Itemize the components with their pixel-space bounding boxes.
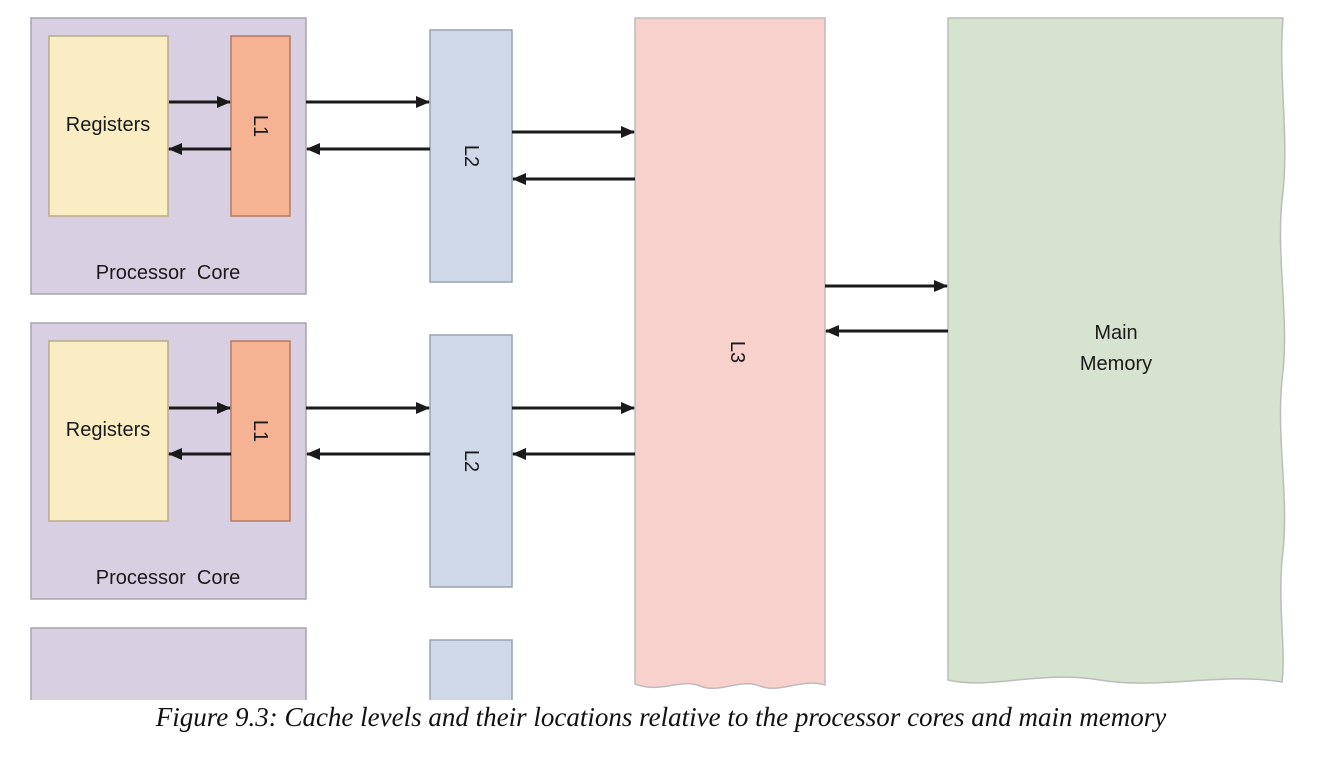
registers-block-1 <box>48 35 169 217</box>
registers-label-1: Registers <box>66 114 150 136</box>
l1-label-2: L1 <box>249 420 271 442</box>
l1-label-1: L1 <box>249 115 271 137</box>
main-memory-label-line1: Main <box>1094 322 1137 344</box>
l2-cache-block-2 <box>429 334 513 588</box>
cache-hierarchy-diagram: Main Memory L3 Registers L1 Processor Co… <box>30 17 1286 700</box>
l2-cache-block-3-partial <box>429 639 513 700</box>
processor-core-label-2: Processor Core <box>96 567 241 589</box>
registers-block-2 <box>48 340 169 522</box>
main-memory-block <box>947 17 1286 684</box>
processor-core-3-partial <box>30 627 307 700</box>
l2-label-1: L2 <box>460 145 482 167</box>
l3-label: L3 <box>726 341 748 363</box>
figure-caption: Figure 9.3: Cache levels and their locat… <box>155 702 1167 732</box>
l1-cache-block-2 <box>230 340 291 522</box>
l3-cache-block <box>634 17 826 690</box>
processor-core-label-1: Processor Core <box>96 262 241 284</box>
main-memory-label-line2: Memory <box>1080 353 1152 375</box>
l2-cache-block-1 <box>429 29 513 283</box>
registers-label-2: Registers <box>66 419 150 441</box>
l1-cache-block-1 <box>230 35 291 217</box>
l2-label-2: L2 <box>460 450 482 472</box>
